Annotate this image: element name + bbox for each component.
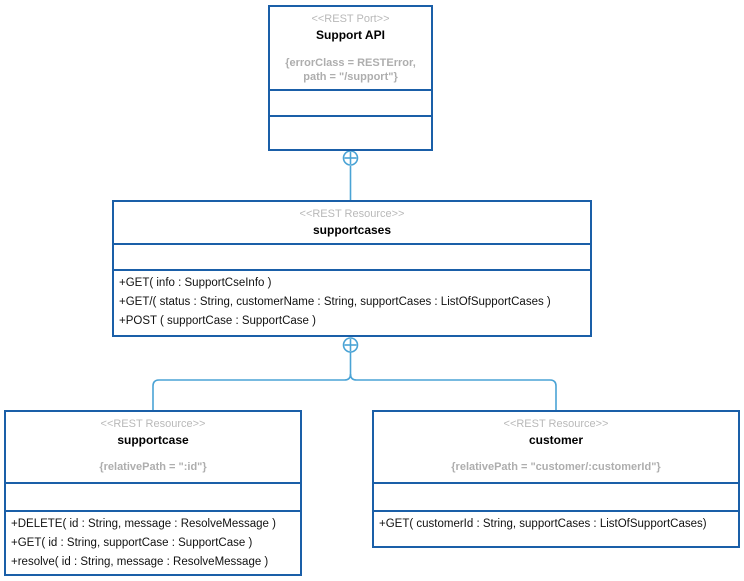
method-line: +GET( id : String, supportCase : Support… [11,537,253,549]
supportcase-methods-compartment: +DELETE( id : String, message : ResolveM… [6,510,300,575]
method-line: +resolve( id : String, message : Resolve… [11,556,269,568]
supportcase-empty-compartment [6,482,300,510]
port-constraint-line2: path = "/support"} [303,71,398,83]
rest-resource-supportcases-box[interactable]: <<REST Resource>> supportcases +GET( inf… [112,200,592,337]
rest-port-support-api-box[interactable]: <<REST Port>> Support API {errorClass = … [268,5,433,151]
port-empty-compartment-2 [270,115,431,149]
port-stereotype: <<REST Port>> [311,13,390,25]
port-header: <<REST Port>> Support API {errorClass = … [270,7,431,89]
rest-resource-supportcase-box[interactable]: <<REST Resource>> supportcase {relativeP… [4,410,302,576]
port-constraint-line1: {errorClass = RESTError, [285,57,416,69]
supportcases-stereotype: <<REST Resource>> [299,208,405,220]
customer-empty-compartment [374,482,738,510]
customer-name: customer [528,433,584,447]
rest-resource-customer-box[interactable]: <<REST Resource>> customer {relativePath… [372,410,740,548]
connector-port-to-supportcases[interactable] [342,150,359,200]
customer-methods-compartment: +GET( customerId : String, supportCases … [374,510,738,546]
containment-plus-icon [342,150,359,166]
customer-header: <<REST Resource>> customer {relativePath… [374,412,738,482]
method-line: +DELETE( id : String, message : ResolveM… [11,518,276,530]
connector-supportcases-children-tree[interactable] [152,337,557,410]
supportcase-name: supportcase [117,433,189,447]
supportcases-empty-compartment [114,243,590,269]
supportcases-methods-compartment: +GET( info : SupportCseInfo ) +GET/( sta… [114,269,590,335]
customer-constraint: {relativePath = "customer/:customerId"} [451,461,661,473]
supportcases-header: <<REST Resource>> supportcases [114,202,590,243]
supportcases-name: supportcases [312,223,392,237]
method-line: +GET/( status : String, customerName : S… [119,296,551,308]
method-line: +GET( info : SupportCseInfo ) [119,277,272,289]
customer-stereotype: <<REST Resource>> [503,418,609,430]
supportcase-stereotype: <<REST Resource>> [100,418,206,430]
method-line: +GET( customerId : String, supportCases … [379,518,707,530]
port-empty-compartment-1 [270,89,431,115]
supportcase-header: <<REST Resource>> supportcase {relativeP… [6,412,300,482]
port-name: Support API [316,28,385,42]
supportcase-constraint: {relativePath = ":id"} [99,461,207,473]
method-line: +POST ( supportCase : SupportCase ) [119,315,316,327]
containment-plus-icon [342,337,359,353]
